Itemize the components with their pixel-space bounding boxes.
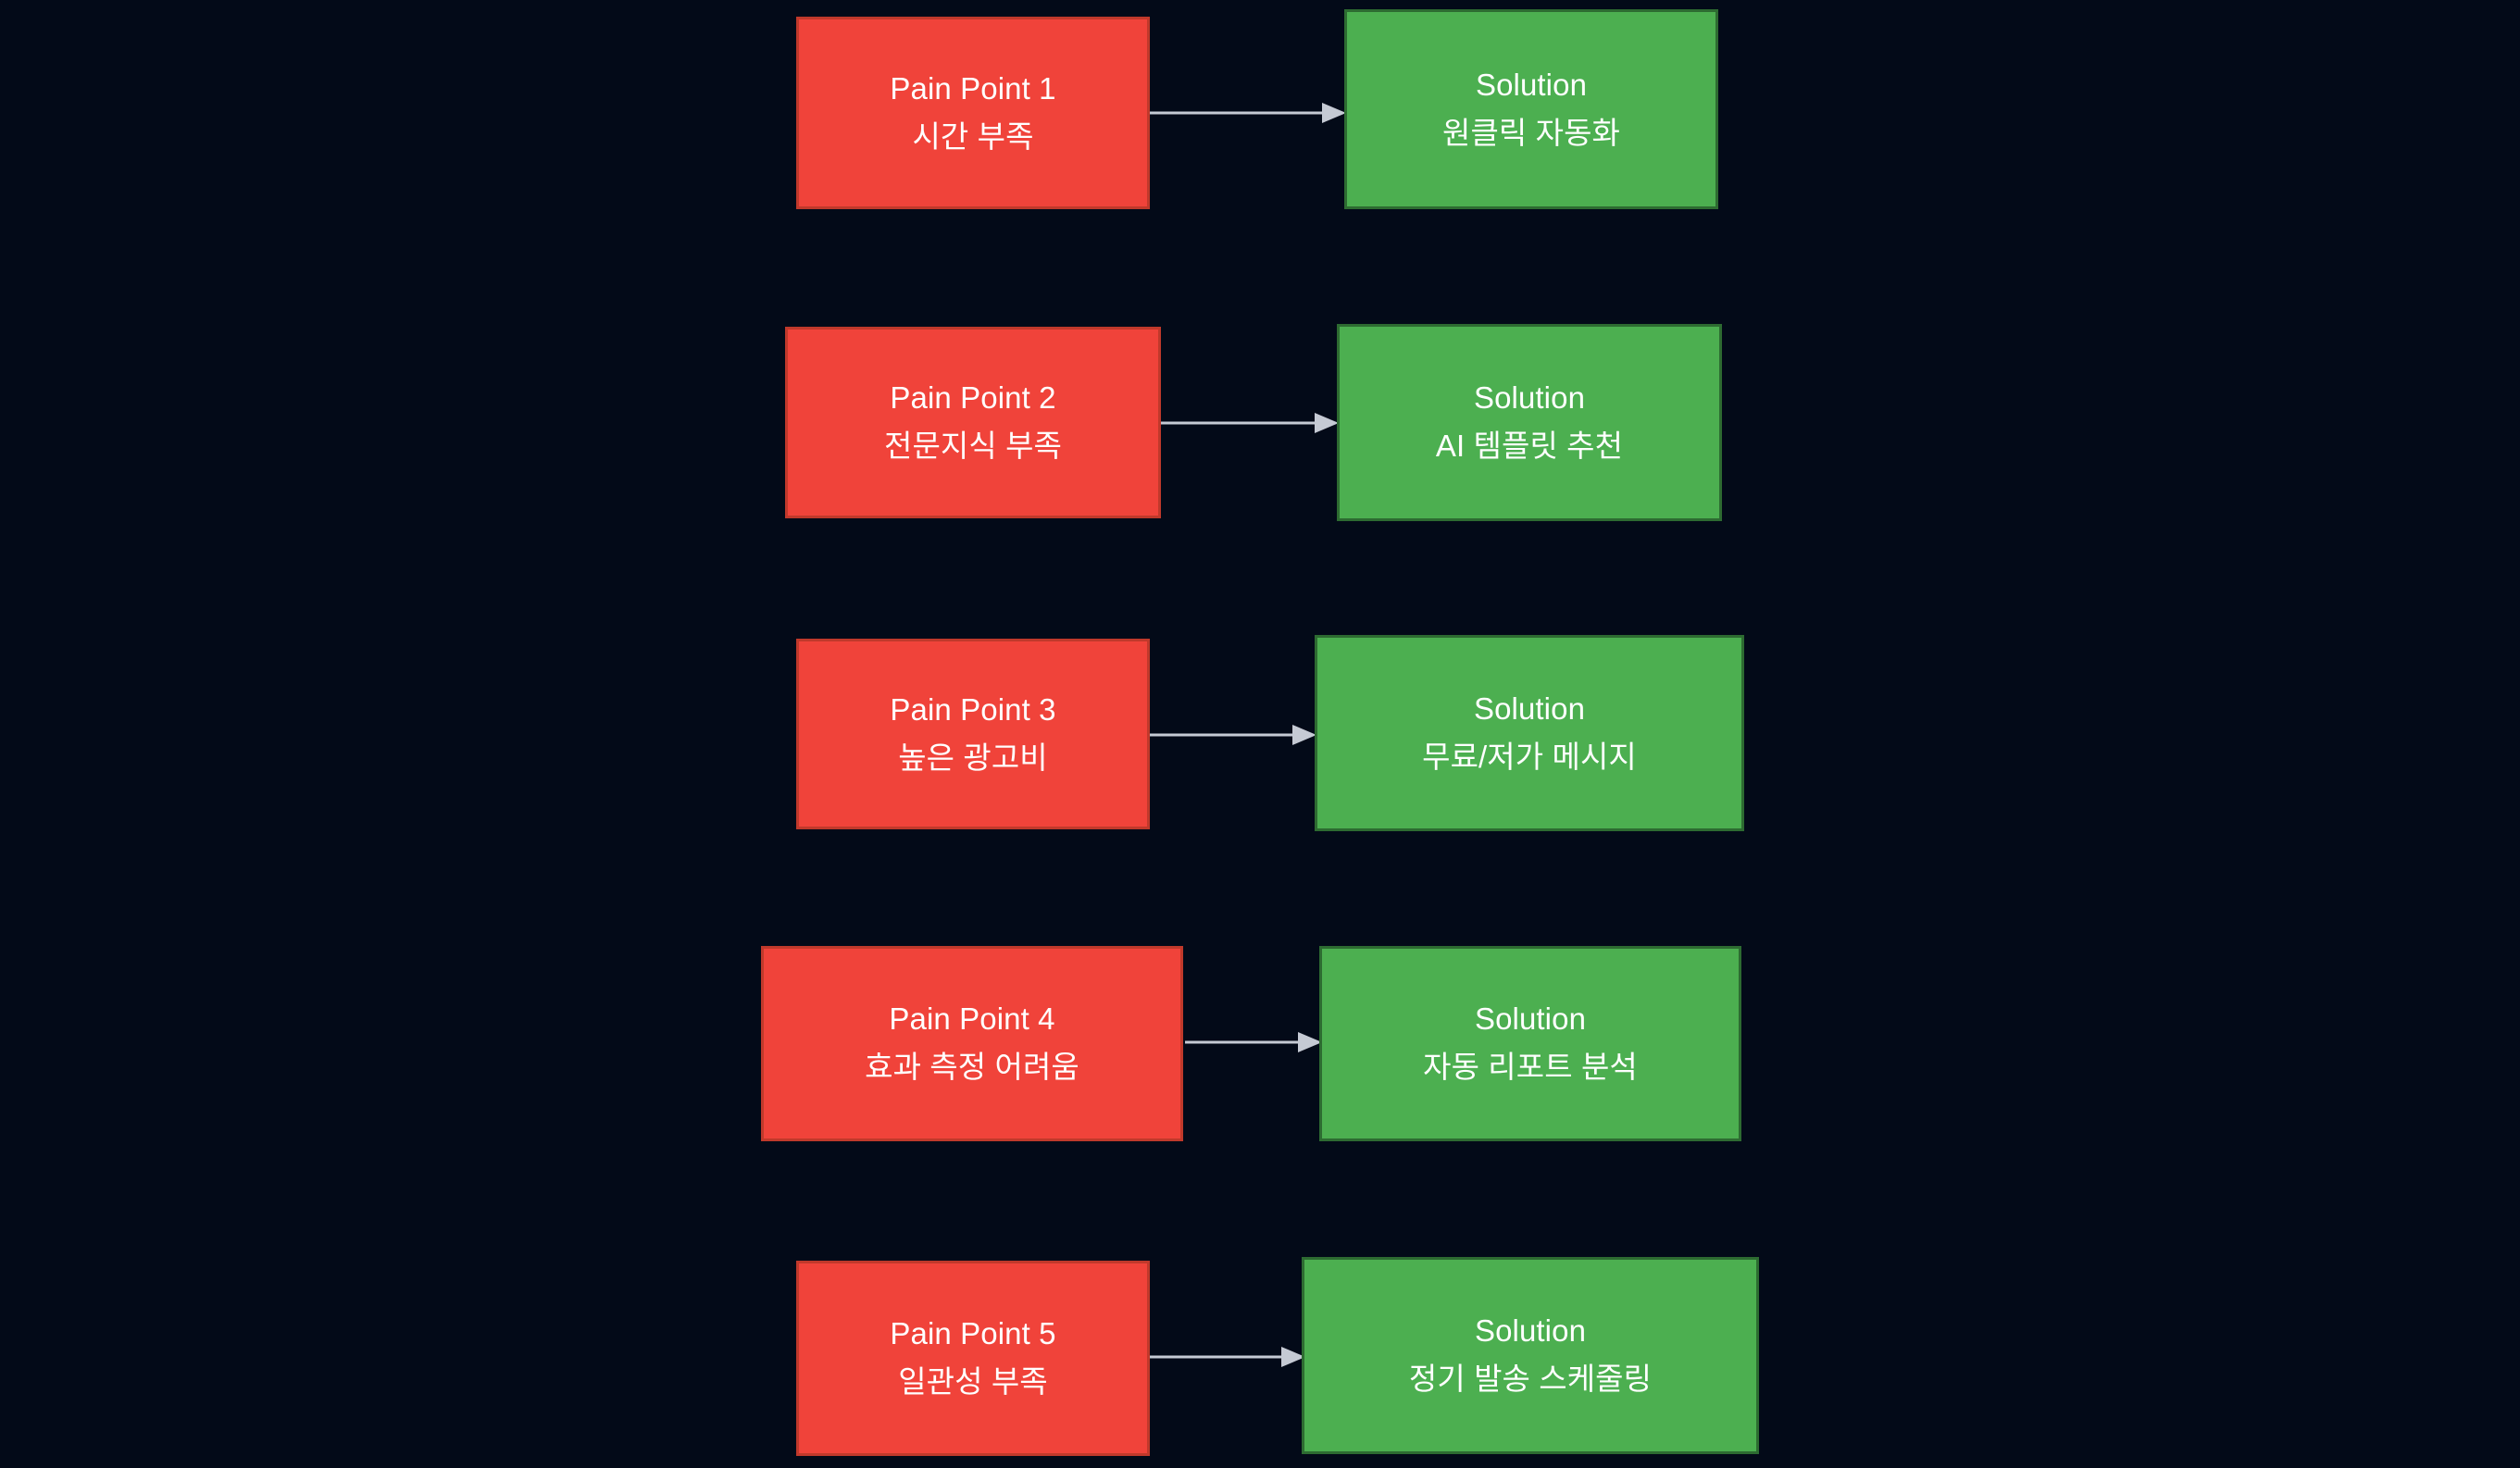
pain-point-title: Pain Point 5 (890, 1316, 1056, 1351)
pain-point-subtitle: 일관성 부족 (898, 1364, 1048, 1399)
flow-row: Pain Point 3 높은 광고비 Solution 무료/저가 메시지 (0, 625, 2520, 847)
pain-point-subtitle: 효과 측정 어려움 (865, 1050, 1079, 1084)
arrow-connector (1161, 409, 1339, 437)
arrow-connector (1150, 99, 1346, 127)
solution-node[interactable]: Solution 무료/저가 메시지 (1315, 635, 1744, 831)
pain-point-subtitle: 시간 부족 (912, 118, 1034, 154)
arrow-icon (1150, 103, 1346, 123)
flow-row: Pain Point 4 효과 측정 어려움 Solution 자동 리포트 분… (0, 935, 2520, 1157)
pain-point-node[interactable]: Pain Point 5 일관성 부족 (796, 1261, 1150, 1456)
arrow-connector (1150, 721, 1316, 749)
arrow-icon (1161, 413, 1339, 433)
pain-point-title: Pain Point 4 (889, 1001, 1055, 1037)
solution-title: Solution (1473, 380, 1586, 416)
solution-title: Solution (1475, 67, 1588, 102)
pain-point-node[interactable]: Pain Point 3 높은 광고비 (796, 639, 1150, 829)
solution-subtitle: 정기 발송 스케줄링 (1408, 1362, 1653, 1396)
flow-row: Pain Point 5 일관성 부족 Solution 정기 발송 스케줄링 (0, 1246, 2520, 1468)
solution-node[interactable]: Solution AI 템플릿 추천 (1337, 324, 1722, 521)
arrow-connector (1150, 1343, 1305, 1371)
pain-point-subtitle: 전문지식 부족 (883, 429, 1063, 463)
solution-node[interactable]: Solution 원클릭 자동화 (1344, 9, 1718, 209)
pain-point-title: Pain Point 1 (890, 70, 1056, 106)
solution-node[interactable]: Solution 정기 발송 스케줄링 (1302, 1257, 1759, 1454)
solution-subtitle: 무료/저가 메시지 (1422, 739, 1637, 774)
flow-row: Pain Point 1 시간 부족 Solution 원클릭 자동화 (0, 0, 2520, 222)
solution-title: Solution (1473, 690, 1586, 726)
solution-subtitle: 자동 리포트 분석 (1423, 1050, 1638, 1084)
flow-row: Pain Point 2 전문지식 부족 Solution AI 템플릿 추천 (0, 315, 2520, 537)
solution-title: Solution (1474, 1001, 1587, 1037)
pain-point-node[interactable]: Pain Point 2 전문지식 부족 (785, 327, 1161, 518)
arrow-icon (1185, 1032, 1322, 1052)
arrow-connector (1185, 1028, 1322, 1056)
solution-subtitle: AI 템플릿 추천 (1435, 429, 1624, 463)
pain-point-node[interactable]: Pain Point 4 효과 측정 어려움 (761, 946, 1183, 1141)
solution-subtitle: 원클릭 자동화 (1441, 115, 1621, 150)
pain-point-subtitle: 높은 광고비 (898, 740, 1048, 775)
pain-point-title: Pain Point 2 (890, 380, 1056, 416)
arrow-icon (1150, 1347, 1305, 1367)
solution-title: Solution (1474, 1313, 1587, 1349)
pain-point-title: Pain Point 3 (890, 691, 1056, 727)
arrow-icon (1150, 725, 1316, 745)
pain-point-node[interactable]: Pain Point 1 시간 부족 (796, 17, 1150, 209)
solution-node[interactable]: Solution 자동 리포트 분석 (1319, 946, 1741, 1141)
